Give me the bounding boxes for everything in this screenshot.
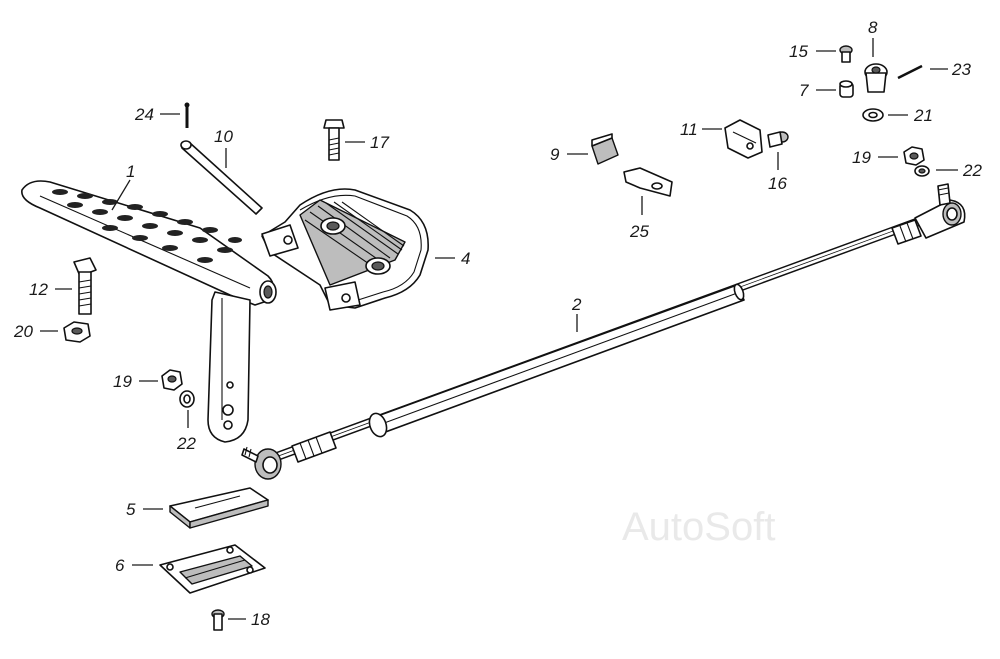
callouts: 1 2 4 5 6 7 8 9 10 11 12 15 16 17 18 19 … — [13, 18, 982, 629]
callout-1: 1 — [126, 162, 135, 181]
pin-10 — [180, 140, 263, 215]
callout-6: 6 — [115, 556, 125, 575]
callout-9: 9 — [550, 145, 560, 164]
callout-5: 5 — [126, 500, 136, 519]
clamp-11 — [724, 119, 763, 159]
callout-7: 7 — [799, 81, 809, 100]
washer-21 — [862, 108, 884, 122]
bolt-17 — [323, 119, 345, 161]
washer-22-left — [179, 390, 195, 408]
callout-10: 10 — [214, 127, 233, 146]
bracket-4 — [261, 188, 429, 311]
callout-16: 16 — [768, 174, 787, 193]
callout-20: 20 — [13, 322, 33, 341]
watermark: AutoSoft — [622, 505, 775, 549]
callout-21: 21 — [913, 106, 933, 125]
callout-18: 18 — [251, 610, 270, 629]
screw-15 — [839, 45, 853, 63]
callout-23: 23 — [951, 60, 971, 79]
bracket-25 — [623, 167, 673, 197]
plate-6 — [159, 544, 266, 594]
washer-22-right — [914, 165, 930, 177]
callout-19-left: 19 — [113, 372, 132, 391]
rod-assembly — [241, 183, 966, 480]
callout-22-right: 22 — [962, 161, 982, 180]
cotter-23 — [897, 64, 923, 80]
screw-16 — [767, 131, 789, 148]
callout-22-left: 22 — [176, 434, 196, 453]
callout-17: 17 — [370, 133, 389, 152]
screw-18 — [211, 609, 225, 631]
clip-9 — [591, 133, 619, 165]
callout-25: 25 — [629, 222, 649, 241]
cotter-24 — [184, 102, 190, 128]
callout-24: 24 — [134, 105, 154, 124]
callout-12: 12 — [29, 280, 48, 299]
nut-19-right — [903, 146, 925, 166]
pedal-1 — [21, 180, 277, 443]
plate-5 — [169, 487, 269, 529]
leader-lines — [40, 38, 958, 620]
bushing-7 — [839, 80, 854, 98]
callout-11: 11 — [680, 120, 698, 139]
callout-19-right: 19 — [852, 148, 871, 167]
nut-19-left — [161, 369, 183, 391]
callout-8: 8 — [868, 18, 878, 37]
callout-4: 4 — [461, 249, 470, 268]
fork-8 — [864, 63, 888, 93]
callout-15: 15 — [789, 42, 808, 61]
callout-2: 2 — [571, 295, 582, 314]
bolt-12 — [73, 257, 97, 315]
nut-20 — [63, 321, 91, 343]
